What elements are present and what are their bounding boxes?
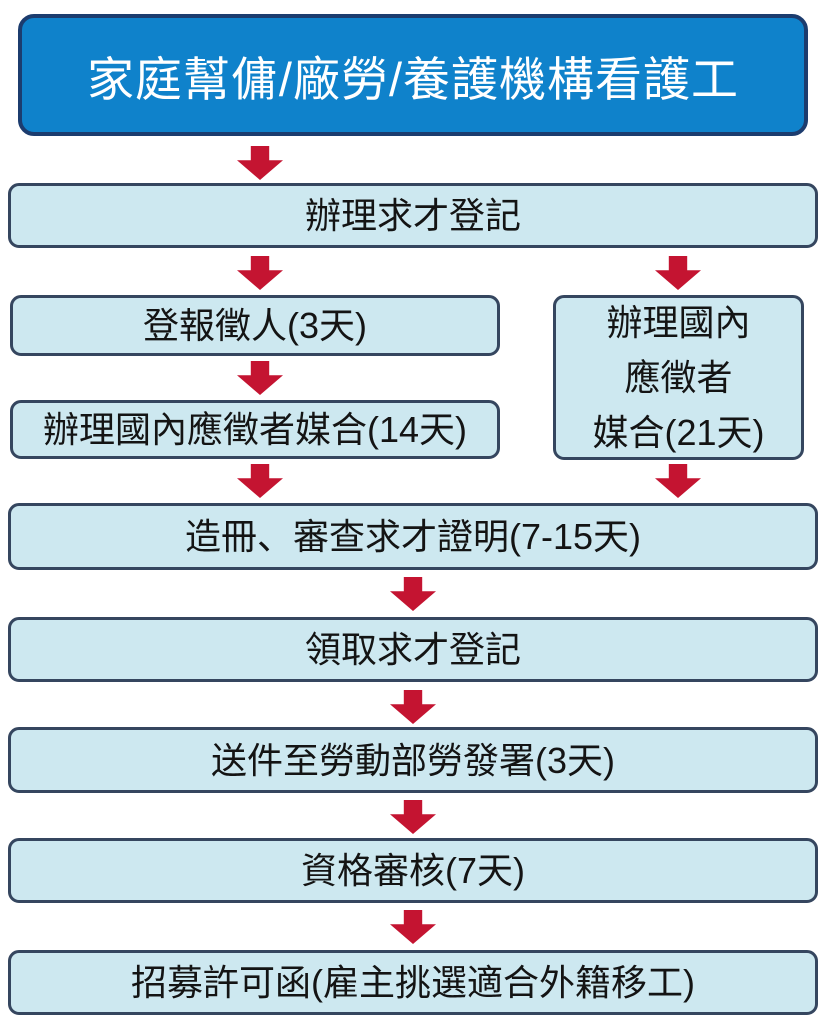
node-domestic-match-21: 辦理國內 應徵者 媒合(21天)	[553, 295, 804, 460]
node-review-certificate: 造冊、審查求才證明(7-15天)	[8, 503, 818, 570]
down-arrow-icon	[655, 464, 701, 498]
down-arrow-icon	[390, 910, 436, 944]
node-submit-ministry: 送件至勞動部勞發署(3天)	[8, 727, 818, 793]
flowchart-title: 家庭幫傭/廠勞/養護機構看護工	[18, 14, 808, 136]
down-arrow-icon	[655, 256, 701, 290]
node-recruitment-permit: 招募許可函(雇主挑選適合外籍移工)	[8, 950, 818, 1015]
node-advertise: 登報徵人(3天)	[10, 295, 500, 356]
down-arrow-icon	[390, 577, 436, 611]
node-domestic-match-14: 辦理國內應徵者媒合(14天)	[10, 400, 500, 459]
down-arrow-icon	[237, 256, 283, 290]
down-arrow-icon	[237, 146, 283, 180]
node-receive-registration: 領取求才登記	[8, 617, 818, 682]
down-arrow-icon	[390, 800, 436, 834]
node-register: 辦理求才登記	[8, 183, 818, 248]
node-qualification-review: 資格審核(7天)	[8, 838, 818, 903]
down-arrow-icon	[237, 361, 283, 395]
down-arrow-icon	[237, 464, 283, 498]
down-arrow-icon	[390, 690, 436, 724]
